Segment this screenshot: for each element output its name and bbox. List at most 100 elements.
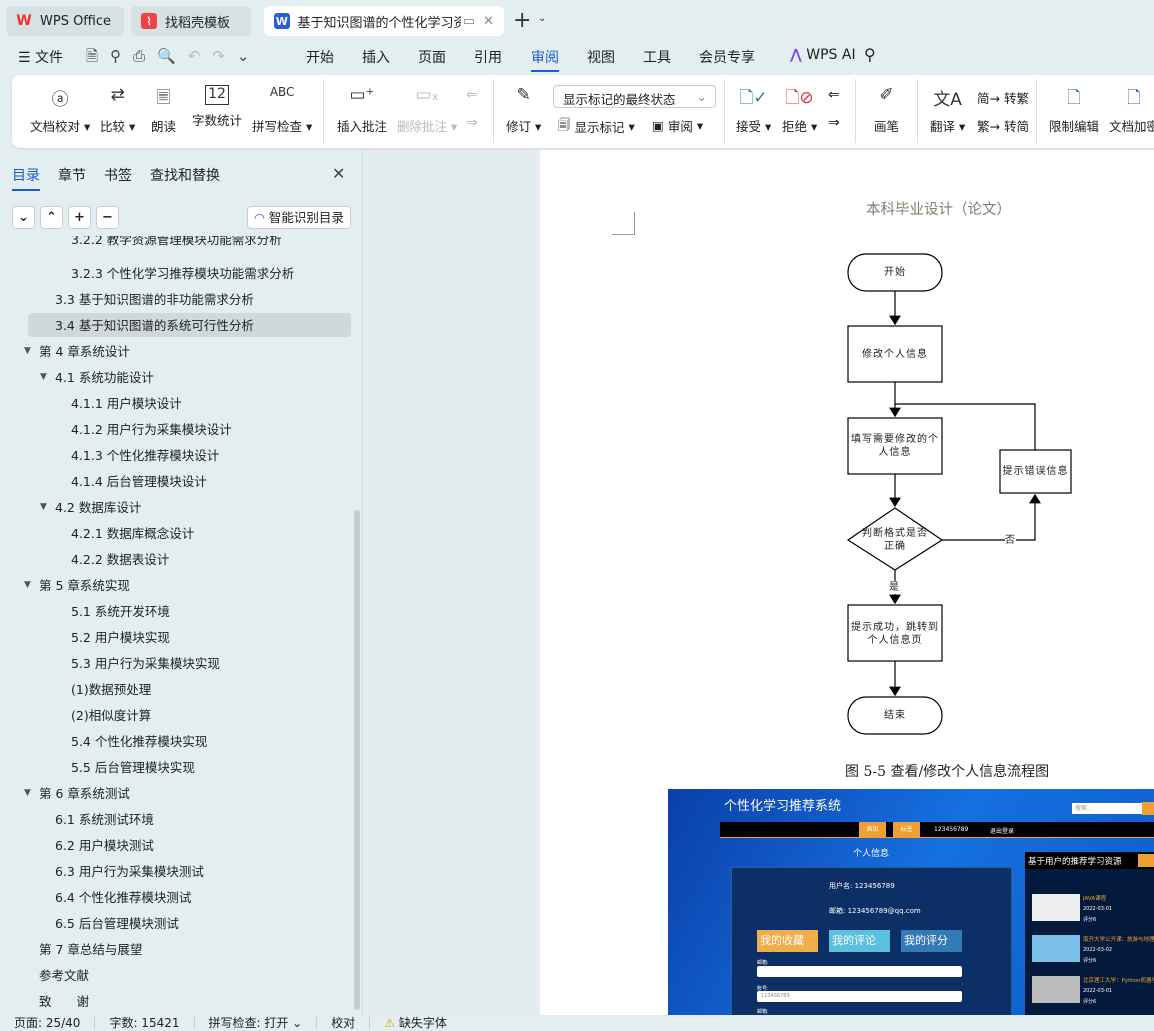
toc-item[interactable]: 4.1.2 用户行为采集模块设计 <box>71 422 232 437</box>
toc-item[interactable]: 3.2.2 教学资源管理模块功能需求分析 <box>71 236 282 247</box>
menu-insert[interactable]: 插入 <box>362 50 390 66</box>
reject-button[interactable]: 🗋⊘拒绝 ▾ <box>782 85 817 135</box>
toc-item[interactable]: 致 谢 <box>39 994 90 1009</box>
missing-font-indicator[interactable]: ⚠ 缺失字体 <box>384 1016 447 1030</box>
toc-item[interactable]: 6.2 用户模块测试 <box>55 838 154 853</box>
menu-member[interactable]: 会员专享 <box>699 50 755 66</box>
encrypt-button[interactable]: 🗋文档加密 <box>1109 85 1154 135</box>
expand-arrow-icon[interactable]: ▼ <box>40 372 47 382</box>
menu-view[interactable]: 视图 <box>587 50 615 66</box>
undo-icon[interactable]: ↶ <box>187 47 213 65</box>
spell-check-toggle[interactable]: 拼写检查: 打开 ⌄ <box>195 1017 318 1029</box>
tab-document[interactable]: W基于知识图谱的个性化学习资源▭✕ <box>264 6 504 36</box>
redo-icon[interactable]: ↷ <box>212 47 237 65</box>
toc-item[interactable]: 4.2.1 数据库概念设计 <box>71 526 195 541</box>
toc-item[interactable]: 第 7 章总结与展望 <box>39 942 143 957</box>
menu-page[interactable]: 页面 <box>418 50 446 66</box>
tab-list-chevron-icon[interactable]: ⌄ <box>538 13 547 24</box>
toc-item[interactable]: 5.1 系统开发环境 <box>71 604 170 619</box>
file-menu[interactable]: ☰ 文件 <box>18 50 64 66</box>
toc-scrollbar[interactable] <box>354 510 360 1010</box>
toc-item[interactable]: 4.1.3 个性化推荐模块设计 <box>71 448 220 463</box>
next-comment-icon[interactable]: ⇒ <box>466 115 478 131</box>
toc-item[interactable]: 4.1.4 后台管理模块设计 <box>71 474 207 489</box>
menu-start[interactable]: 开始 <box>306 50 334 66</box>
toc-item[interactable]: 4.2.2 数据表设计 <box>71 552 170 567</box>
close-icon[interactable]: ✕ <box>483 13 494 29</box>
show-markup-button[interactable]: 🗐显示标记 ▾ <box>558 117 635 135</box>
toc-item[interactable]: (2)相似度计算 <box>71 708 152 723</box>
share-icon[interactable]: ⚲ <box>110 47 134 65</box>
expand-arrow-icon[interactable]: ▼ <box>24 580 31 590</box>
insert-comment-button[interactable]: ▭⁺插入批注 <box>337 85 388 134</box>
toc-item[interactable]: 3.2.3 个性化学习推荐模块功能需求分析 <box>71 266 295 281</box>
remove-level-button[interactable]: − <box>96 206 119 229</box>
accept-button[interactable]: 🗋✓接受 ▾ <box>736 85 771 135</box>
toc-item[interactable]: 3.4 基于知识图谱的系统可行性分析 <box>55 318 254 333</box>
prev-change-icon[interactable]: ⇐ <box>828 87 840 103</box>
wps-ai-button[interactable]: ⋀ WPS AI <box>790 47 856 63</box>
menu-review[interactable]: 审阅 <box>531 47 559 72</box>
markup-state-select[interactable]: 显示标记的最终状态⌄ <box>553 85 716 108</box>
expand-down-button[interactable]: ⌄ <box>12 206 35 229</box>
to-traditional-button[interactable]: 简→转繁 <box>977 88 1029 107</box>
toc-item[interactable]: 4.1 系统功能设计 <box>55 370 154 385</box>
sidebar-tab-chapters[interactable]: 章节 <box>58 168 86 184</box>
toc-item[interactable]: 4.2 数据库设计 <box>55 500 142 515</box>
word-count-indicator[interactable]: 字数: 15421 <box>95 1017 195 1029</box>
proofread-indicator[interactable]: 校对 <box>317 1017 371 1029</box>
sidebar-tab-bookmarks[interactable]: 书签 <box>104 168 132 184</box>
sidebar-tab-toc[interactable]: 目录 <box>12 165 40 191</box>
toc-item[interactable]: 6.3 用户行为采集模块测试 <box>55 864 204 879</box>
toc-item[interactable]: 第 5 章系统实现 <box>39 578 130 593</box>
toc-item[interactable]: 6.4 个性化推荐模块测试 <box>55 890 192 905</box>
toc-item[interactable]: 5.2 用户模块实现 <box>71 630 170 645</box>
toc-item[interactable]: 3.3 基于知识图谱的非功能需求分析 <box>55 292 254 307</box>
smart-toc-button[interactable]: ◠ 智能识别目录 <box>247 206 351 229</box>
pen-button[interactable]: ✐画笔 <box>874 85 900 134</box>
expand-arrow-icon[interactable]: ▼ <box>40 502 47 512</box>
toc-item[interactable]: 参考文献 <box>39 968 90 983</box>
toc-item[interactable]: 4.1.1 用户模块设计 <box>71 396 182 411</box>
review-pane-button[interactable]: ▣审阅 ▾ <box>652 118 704 134</box>
compare-button[interactable]: ⇄比较 ▾ <box>100 85 136 134</box>
toc-item[interactable]: 第 6 章系统测试 <box>39 786 130 801</box>
print-icon[interactable]: ⎙ <box>133 47 158 65</box>
save-icon[interactable]: 🗎 <box>86 47 111 65</box>
quick-access-toolbar[interactable]: 🗎⚲⎙🔍↶↷⌄ <box>86 46 262 71</box>
menu-tools[interactable]: 工具 <box>643 50 671 66</box>
track-changes-button[interactable]: ✎修订 ▾ <box>506 85 542 134</box>
prev-comment-icon[interactable]: ⇐ <box>466 87 478 103</box>
tab-templates[interactable]: ⌇找稻壳模板 <box>131 6 251 36</box>
restrict-edit-button[interactable]: 🗋限制编辑 <box>1049 85 1099 135</box>
sidebar-tab-find-replace[interactable]: 查找和替换 <box>150 168 220 184</box>
toc-item[interactable]: (1)数据预处理 <box>71 682 152 697</box>
toc-item[interactable]: 5.5 后台管理模块实现 <box>71 760 195 775</box>
collapse-up-button[interactable]: ⌃ <box>40 206 63 229</box>
expand-arrow-icon[interactable]: ▼ <box>24 788 31 798</box>
toc-item[interactable]: 5.4 个性化推荐模块实现 <box>71 734 208 749</box>
page-indicator[interactable]: 页面: 25/40 <box>0 1017 96 1029</box>
next-change-icon[interactable]: ⇒ <box>828 115 840 131</box>
toc-item[interactable]: 6.1 系统测试环境 <box>55 812 154 827</box>
more-chevron-icon[interactable]: ⌄ <box>236 47 262 65</box>
read-aloud-button[interactable]: 🗏朗读 <box>151 85 176 135</box>
monitor-icon[interactable]: ▭ <box>462 13 476 29</box>
toc-item[interactable]: 6.5 后台管理模块测试 <box>55 916 179 931</box>
close-panel-icon[interactable]: ✕ <box>332 164 346 183</box>
menu-reference[interactable]: 引用 <box>474 50 502 66</box>
toc-item[interactable]: 第 4 章系统设计 <box>39 344 130 359</box>
preview-icon[interactable]: 🔍 <box>157 47 188 65</box>
toc-item[interactable]: 5.3 用户行为采集模块实现 <box>71 656 220 671</box>
new-tab-button[interactable]: + <box>513 8 532 33</box>
to-simplified-button[interactable]: 繁→转简 <box>977 116 1029 135</box>
add-level-button[interactable]: + <box>68 206 91 229</box>
search-icon[interactable]: ⚲ <box>864 45 876 64</box>
expand-arrow-icon[interactable]: ▼ <box>24 346 31 356</box>
